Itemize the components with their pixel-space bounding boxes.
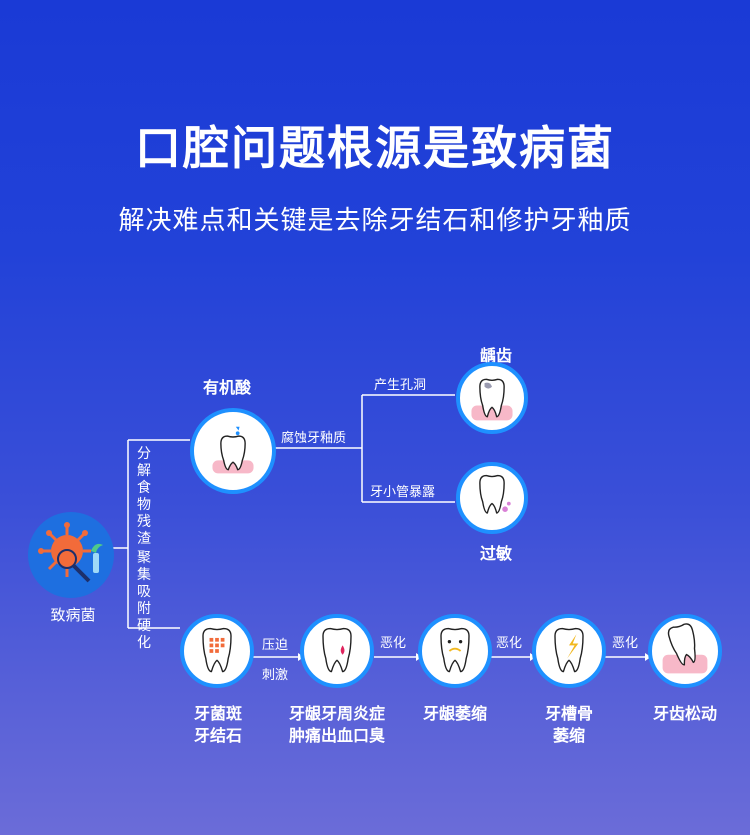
bacteria-label: 致病菌 <box>50 606 96 624</box>
page-title: 口腔问题根源是致病菌 <box>135 121 615 175</box>
edge-corrode: 腐蚀牙釉质 <box>281 431 347 446</box>
gum-inflammation-label-2: 肿痛出血口臭 <box>288 726 385 745</box>
edge-stimulate: 刺激 <box>262 668 289 683</box>
gum-inflammation-node <box>300 614 374 688</box>
edge-accumulate: 聚集吸附硬化 <box>137 550 151 651</box>
organic-acid-label: 有机酸 <box>202 378 251 397</box>
loose-teeth-node <box>648 614 722 688</box>
caries-node <box>456 362 528 434</box>
edge-decompose: 分解食物残渣 <box>137 446 151 547</box>
sensitivity-label: 过敏 <box>479 544 512 563</box>
gum-atrophy-node <box>418 614 492 688</box>
cracked-tooth-icon <box>554 627 584 673</box>
plaque-tooth-icon <box>202 627 232 673</box>
sensitivity-node <box>456 462 528 534</box>
caries-label: 龋齿 <box>479 346 512 365</box>
edge-cavity: 产生孔洞 <box>374 378 427 393</box>
alveolar-bone-node <box>532 614 606 688</box>
edge-worsen-3: 恶化 <box>612 636 639 651</box>
loose-teeth-label: 牙齿松动 <box>652 704 717 723</box>
edge-exposure: 牙小管暴露 <box>370 485 436 500</box>
bleeding-tooth-icon <box>322 627 352 673</box>
sensitive-tooth-icon <box>479 474 511 514</box>
organic-acid-node <box>190 408 276 494</box>
plaque-label-1: 牙菌斑 <box>193 704 242 723</box>
edge-worsen-2: 恶化 <box>496 636 523 651</box>
plaque-label-2: 牙结石 <box>193 726 242 745</box>
gum-inflammation-label-1: 牙龈牙周炎症 <box>288 704 385 723</box>
alveolar-bone-label-2: 萎缩 <box>552 726 585 745</box>
acid-tooth-icon <box>212 426 254 474</box>
edge-worsen-1: 恶化 <box>380 636 407 651</box>
caries-tooth-icon <box>471 378 513 421</box>
plaque-node <box>180 614 254 688</box>
page-subtitle: 解决难点和关键是去除牙结石和修护牙釉质 <box>118 206 632 236</box>
edge-press: 压迫 <box>262 638 289 653</box>
loose-tooth-icon <box>662 623 708 674</box>
gum-atrophy-label: 牙龈萎缩 <box>422 704 487 723</box>
sad-tooth-icon <box>440 627 470 673</box>
alveolar-bone-label-1: 牙槽骨 <box>544 704 593 723</box>
bacteria-icon <box>38 522 103 583</box>
bacteria-node <box>28 512 114 598</box>
